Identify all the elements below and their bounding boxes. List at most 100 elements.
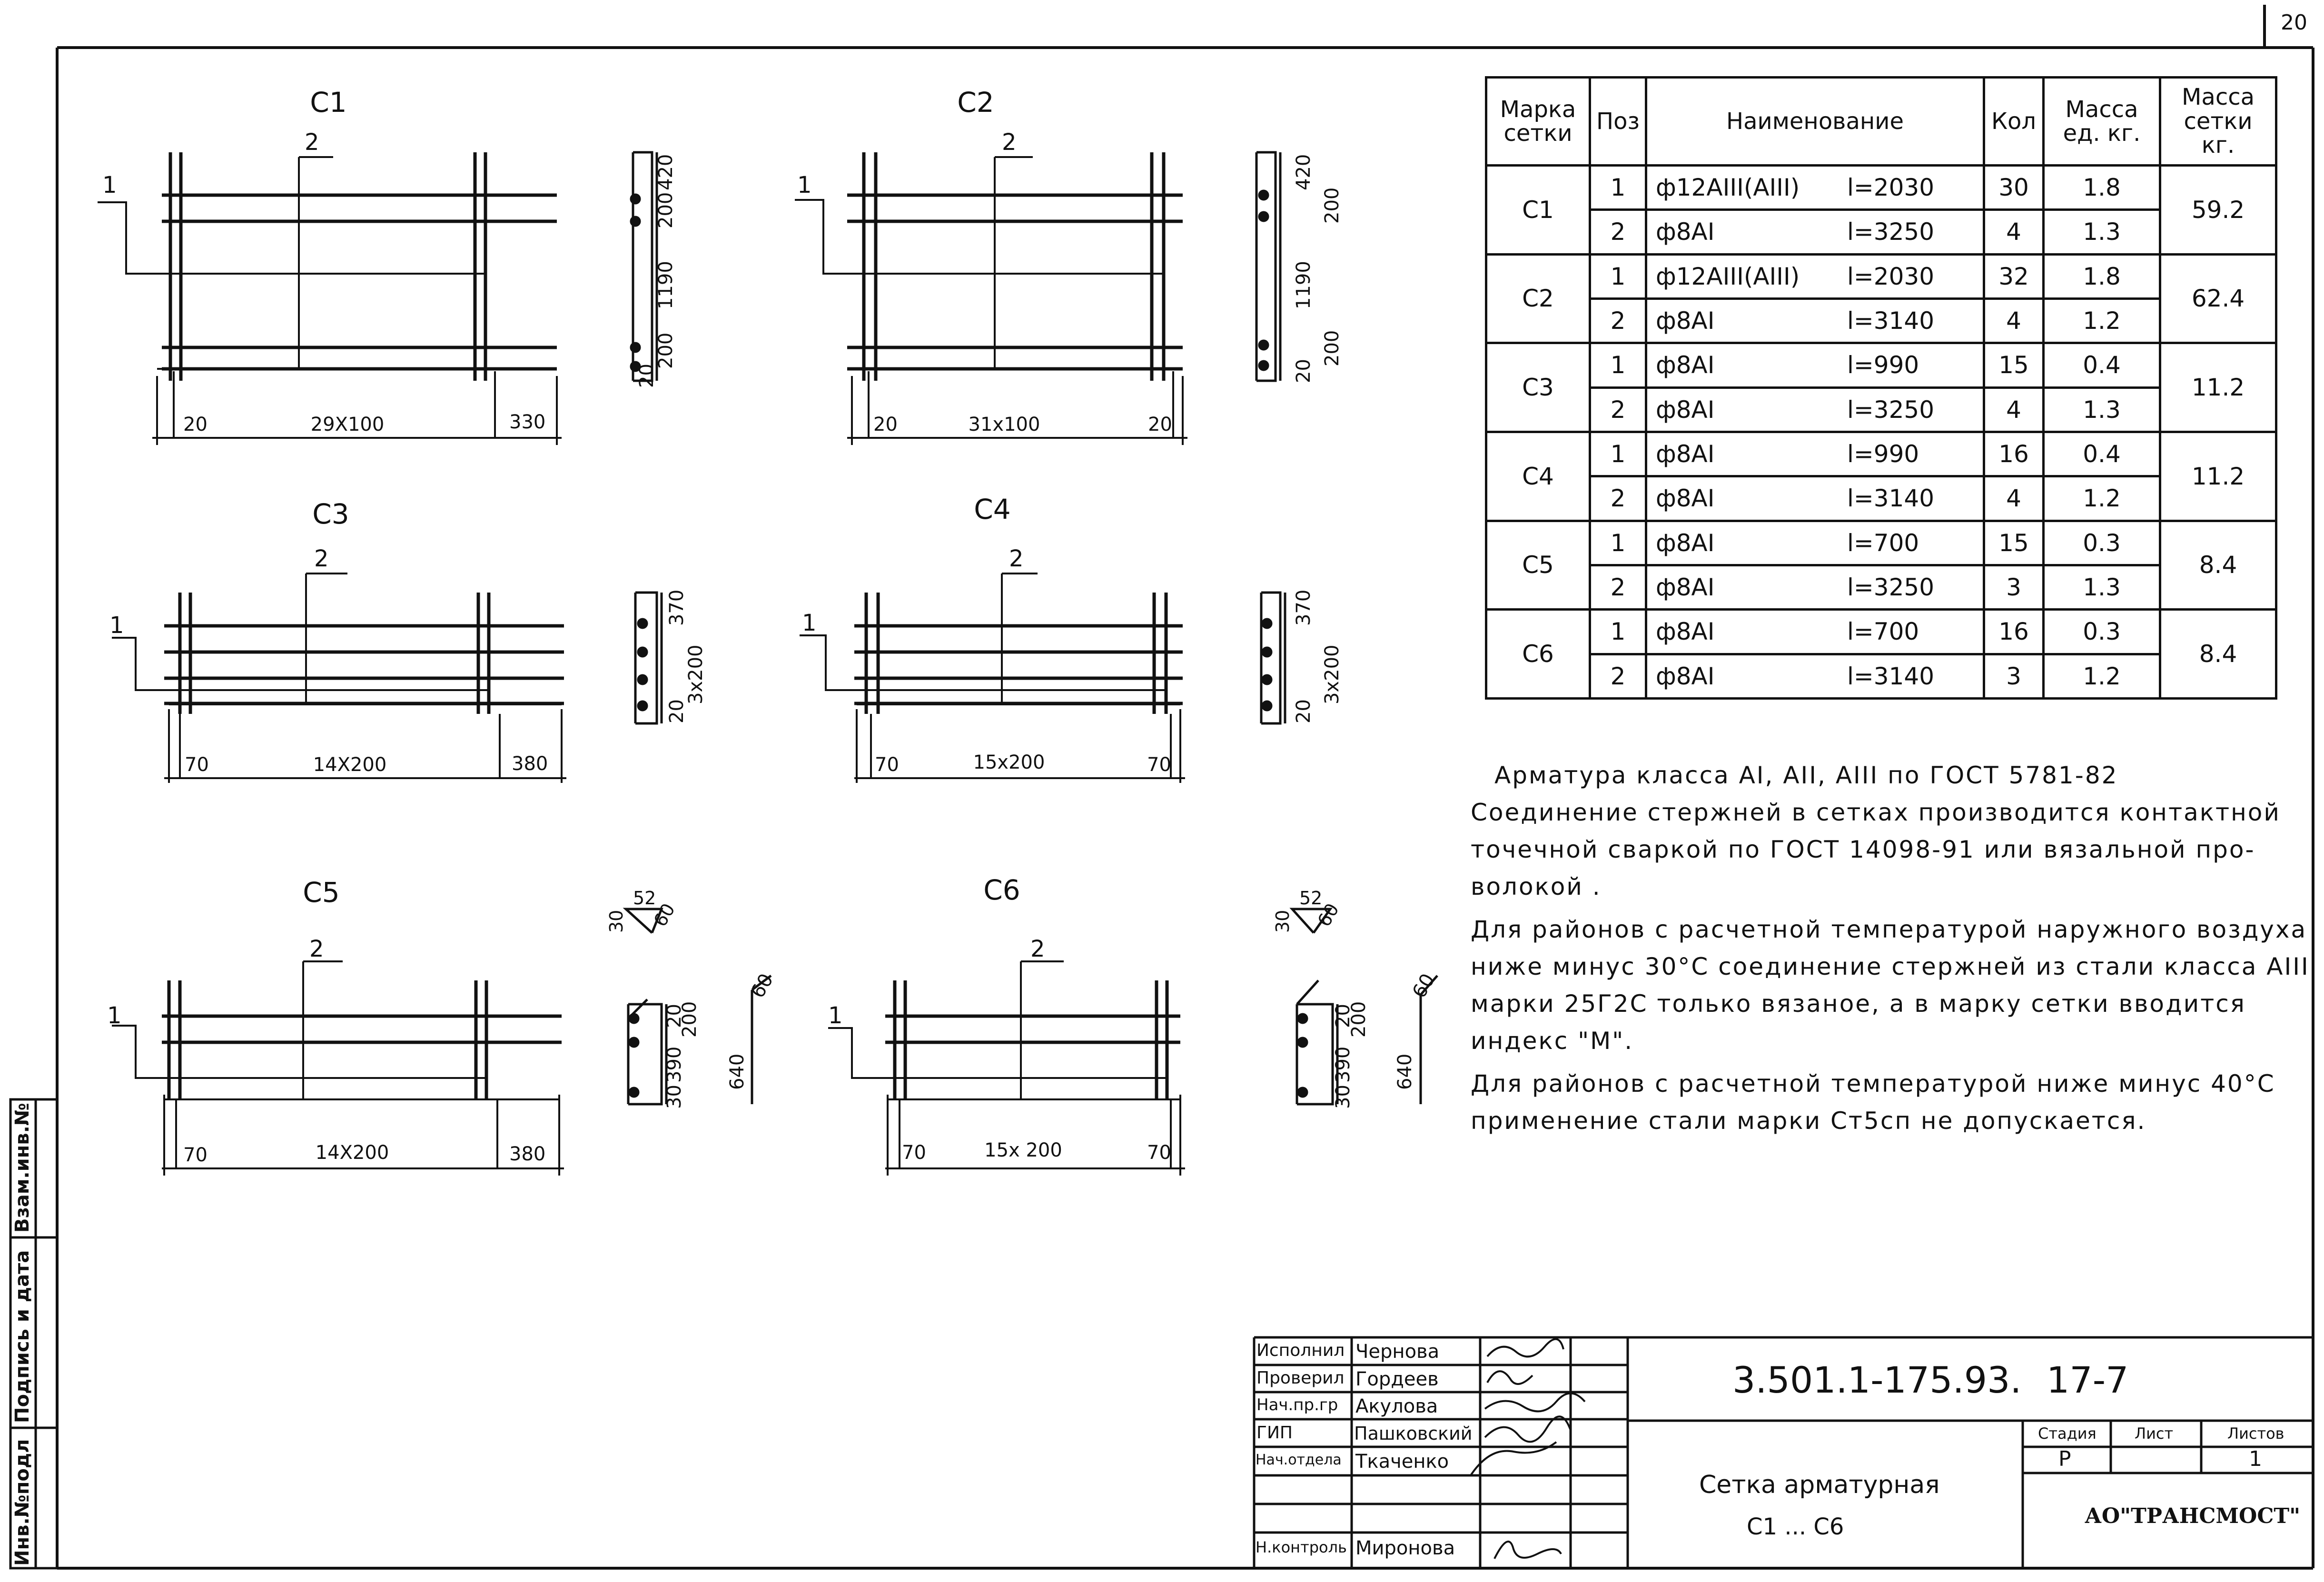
bar-length: l=990 <box>1847 440 1919 468</box>
mesh-c4-title: С4 <box>974 493 1010 525</box>
mesh-mark: С1 <box>1485 164 1591 256</box>
stage-label: Стадия <box>2038 1424 2097 1443</box>
stage-value: Р <box>2058 1447 2071 1471</box>
mesh-c2-sec-dim-5: 20 <box>1293 359 1315 383</box>
mesh-c2-labels: С2 1 2 20 31x100 20 <box>797 86 1172 435</box>
sheets-value: 1 <box>2249 1447 2262 1471</box>
mesh-c6-hook-2: 30 <box>1272 910 1293 933</box>
bar-name: ф12АIII(АIII) l=2030 <box>1645 253 1985 300</box>
role-executor: Исполнил <box>1256 1341 1345 1360</box>
mesh-c5-hook-1: 52 <box>633 888 656 909</box>
mesh-c1-sec-dim-5: 20 <box>636 364 658 388</box>
mesh-c5-dim-mid: 14X200 <box>316 1142 389 1164</box>
qty: 30 <box>1983 164 2045 211</box>
bar-length: l=2030 <box>1847 262 1935 290</box>
unit-mass: 1.8 <box>2042 164 2161 211</box>
mesh-c2-sec-dim-2: 200 <box>1321 188 1343 224</box>
pos: 2 <box>1589 386 1647 433</box>
mesh-c5-section-dims: 52 30 60 20 200 390 30 640 60 <box>606 888 778 1109</box>
name-checker: Гордеев <box>1355 1368 1439 1390</box>
role-checker: Проверил <box>1256 1368 1345 1388</box>
mesh-mass: 8.4 <box>2159 608 2277 700</box>
mesh-c4-section <box>1260 591 1286 725</box>
qty: 4 <box>1983 386 2045 433</box>
qty: 16 <box>1983 608 2045 655</box>
mesh-c6-hook-1: 52 <box>1299 888 1322 909</box>
bar-name: ф12АIII(АIII)l=2030 <box>1645 164 1985 211</box>
header-pos: Поз <box>1589 76 1647 167</box>
mesh-c6-sec-dim-4: 30 <box>1332 1085 1354 1109</box>
mesh-c4-sec-dim-3: 20 <box>1293 699 1315 723</box>
mesh-mass: 59.2 <box>2159 164 2277 256</box>
mesh-c3-pos2: 2 <box>314 545 329 572</box>
sheet-number: 20 <box>2281 10 2307 35</box>
qty: 15 <box>1983 342 2045 389</box>
mesh-c3-pos1: 1 <box>109 612 124 639</box>
note-4: Для районов с расчетной температурой ниж… <box>1471 1070 2275 1135</box>
mesh-c2-sec-dim-1: 420 <box>1293 154 1315 190</box>
mesh-c1-labels: С1 1 2 20 29X100 330 <box>102 86 545 435</box>
mesh-c4-dim-left: 70 <box>875 754 899 776</box>
mesh-c1-dim-right: 330 <box>509 411 545 433</box>
header-name: Наименование <box>1645 76 1985 167</box>
drawing-title: Сетка арматурная <box>1699 1471 1940 1499</box>
mesh-c5-dim-left: 70 <box>183 1144 208 1166</box>
mesh-c4-drawing <box>800 573 1185 783</box>
mesh-c1-section-dims: 420 200 1190 200 20 <box>636 154 677 388</box>
mesh-c2-sec-dim-4: 200 <box>1321 330 1343 366</box>
mesh-c5-sec-dim-5: 640 <box>726 1054 748 1090</box>
mesh-c5-labels: С5 1 2 70 14X200 380 <box>107 876 545 1166</box>
mesh-mass: 62.4 <box>2159 253 2277 345</box>
mesh-c2-pos2: 2 <box>1002 129 1017 156</box>
pos: 1 <box>1589 608 1647 655</box>
mesh-c1-drawing <box>98 152 562 445</box>
side-stamp <box>9 1098 59 1570</box>
pos: 1 <box>1589 430 1647 478</box>
note-2: Соединение стержней в сетках производитс… <box>1471 799 2281 900</box>
mesh-c5-pos2: 2 <box>309 936 324 962</box>
mesh-c5-drawing <box>112 960 564 1176</box>
mesh-c1-dim-mid: 29X100 <box>311 414 385 435</box>
unit-mass: 1.2 <box>2042 653 2161 700</box>
qty: 16 <box>1983 430 2045 478</box>
unit-mass: 0.3 <box>2042 519 2161 566</box>
bar-diameter: ф12АIII(АIII) <box>1656 262 1800 290</box>
qty: 32 <box>1983 253 2045 300</box>
name-executor: Чернова <box>1355 1341 1440 1363</box>
pos: 1 <box>1589 253 1647 300</box>
mesh-c3-dim-right: 380 <box>512 753 548 775</box>
mesh-c5-sec-dim-3: 390 <box>663 1047 685 1083</box>
drawing-subtitle: С1 ... С6 <box>1747 1513 1844 1540</box>
mesh-c1-dim-left: 20 <box>183 414 208 435</box>
bar-diameter: ф8АI <box>1656 618 1715 646</box>
note-1: Арматура класса АI, АII, АIII по ГОСТ 57… <box>1494 761 2118 789</box>
mesh-c4-pos2: 2 <box>1009 545 1024 572</box>
mesh-c2-pos1: 1 <box>797 172 812 198</box>
title-block-frame <box>1253 1336 2313 1568</box>
mesh-c5-section <box>623 908 772 1106</box>
mesh-c6-pos2: 2 <box>1030 936 1045 962</box>
side-stamp-ref-no: Взам.инв.№ <box>11 1103 33 1233</box>
bar-length: l=990 <box>1847 351 1919 379</box>
mesh-c4-sec-dim-2: 3x200 <box>1321 645 1343 704</box>
mesh-mark: С6 <box>1485 608 1591 700</box>
mesh-c1-title: С1 <box>310 86 346 119</box>
sheet-label: Лист <box>2135 1424 2174 1443</box>
mesh-c4-sec-dim-1: 370 <box>1293 590 1315 626</box>
mesh-c6-title: С6 <box>983 874 1020 906</box>
bar-diameter: ф12АIII(АIII) <box>1656 173 1800 201</box>
mesh-c6-dim-right: 70 <box>1147 1142 1171 1164</box>
document-code: 3.501.1-175.93. <box>1732 1359 2022 1401</box>
